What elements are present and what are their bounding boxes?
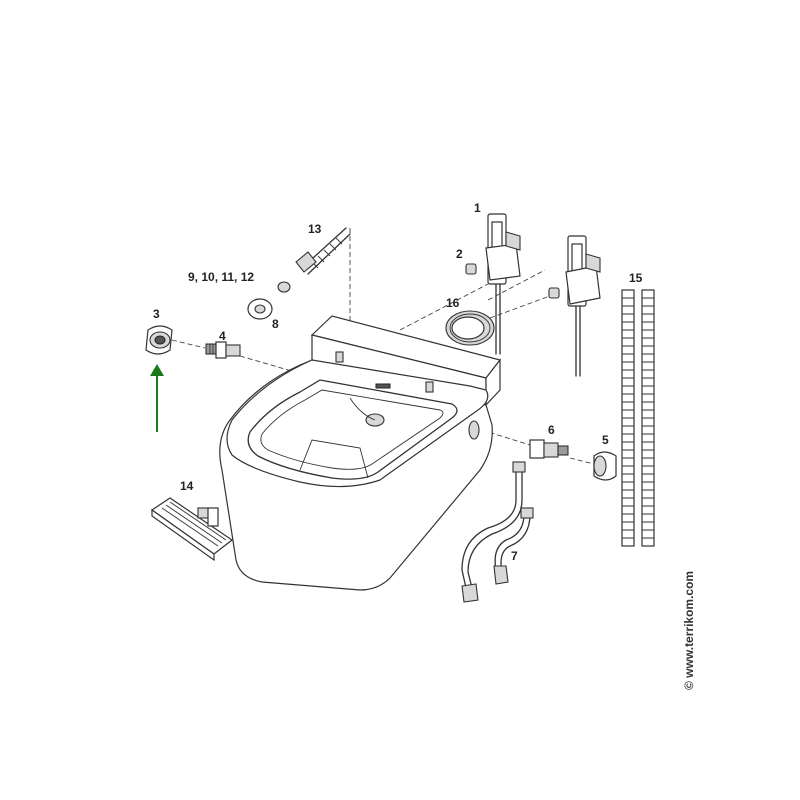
label-part-9-12: 9, 10, 11, 12	[188, 270, 254, 284]
label-part-16: 16	[446, 296, 460, 310]
part-4-valve-cartridge	[205, 341, 241, 359]
part-3-cap	[145, 325, 173, 355]
label-part-1: 1	[474, 201, 481, 215]
label-part-4: 4	[219, 329, 226, 343]
part-16-seal-ring	[445, 310, 495, 346]
part-6-cartridge	[529, 439, 569, 459]
label-part-2: 2	[456, 247, 463, 261]
copyright-notice: © www.terrikom.com	[682, 570, 696, 690]
label-part-13: 13	[308, 222, 322, 236]
label-part-7: 7	[511, 549, 518, 563]
label-part-5: 5	[602, 433, 609, 447]
part-1-mounting-bracket	[485, 213, 521, 355]
part-9-12-small-seal	[277, 281, 291, 293]
part-14-grille	[150, 497, 234, 562]
part-5-knob	[593, 451, 617, 481]
label-part-14: 14	[180, 479, 194, 493]
label-part-8: 8	[272, 317, 279, 331]
label-part-6: 6	[548, 423, 555, 437]
indicator-arrow	[150, 364, 164, 432]
part-15-foam-strip	[621, 289, 655, 547]
part-8-washer	[247, 298, 273, 320]
part-7-flexible-hose	[461, 461, 534, 603]
part-13-hose-connector	[295, 227, 351, 275]
part-2-nut	[465, 263, 560, 299]
label-part-3: 3	[153, 307, 160, 321]
toilet-bowl	[219, 315, 502, 591]
label-part-15: 15	[629, 271, 643, 285]
part-1-mounting-bracket-right	[565, 235, 601, 377]
